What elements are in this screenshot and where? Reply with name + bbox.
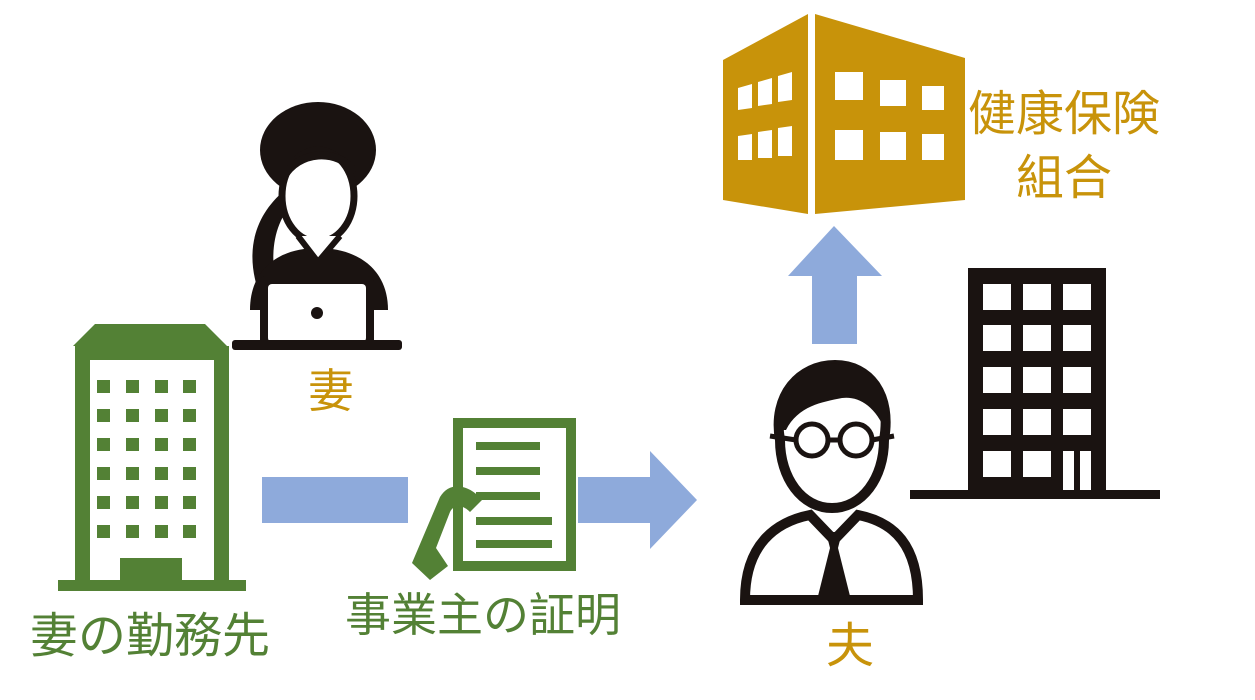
man-with-glasses-icon — [739, 359, 924, 605]
building-ground — [910, 490, 1160, 499]
wife-employer-label: 妻の勤務先 — [30, 608, 271, 664]
wife-label: 妻 — [308, 364, 354, 418]
woman-with-laptop-icon — [232, 102, 402, 350]
arrow-employer-to-certificate — [262, 477, 408, 523]
office-building-icon — [910, 268, 1160, 499]
husband-label: 夫 — [826, 618, 875, 674]
building-door — [120, 558, 182, 584]
building-windows — [738, 72, 944, 160]
office-building-icon — [58, 324, 246, 591]
arrow-husband-to-insurance — [788, 226, 882, 344]
building-windows — [983, 284, 1091, 492]
insurance-office-building-icon — [723, 14, 965, 214]
health-insurance-label-line1: 健康保険 — [968, 86, 1161, 142]
health-insurance-label: 健康保険 組合 — [968, 82, 1160, 210]
document-text-lines — [476, 442, 552, 548]
health-insurance-label-line2: 組合 — [1016, 150, 1113, 206]
document-in-hand-icon — [412, 418, 576, 580]
building-windows — [97, 380, 196, 538]
employer-certificate-label: 事業主の証明 — [345, 588, 621, 642]
building-ground — [58, 580, 246, 591]
arrow-certificate-to-husband — [578, 451, 697, 549]
